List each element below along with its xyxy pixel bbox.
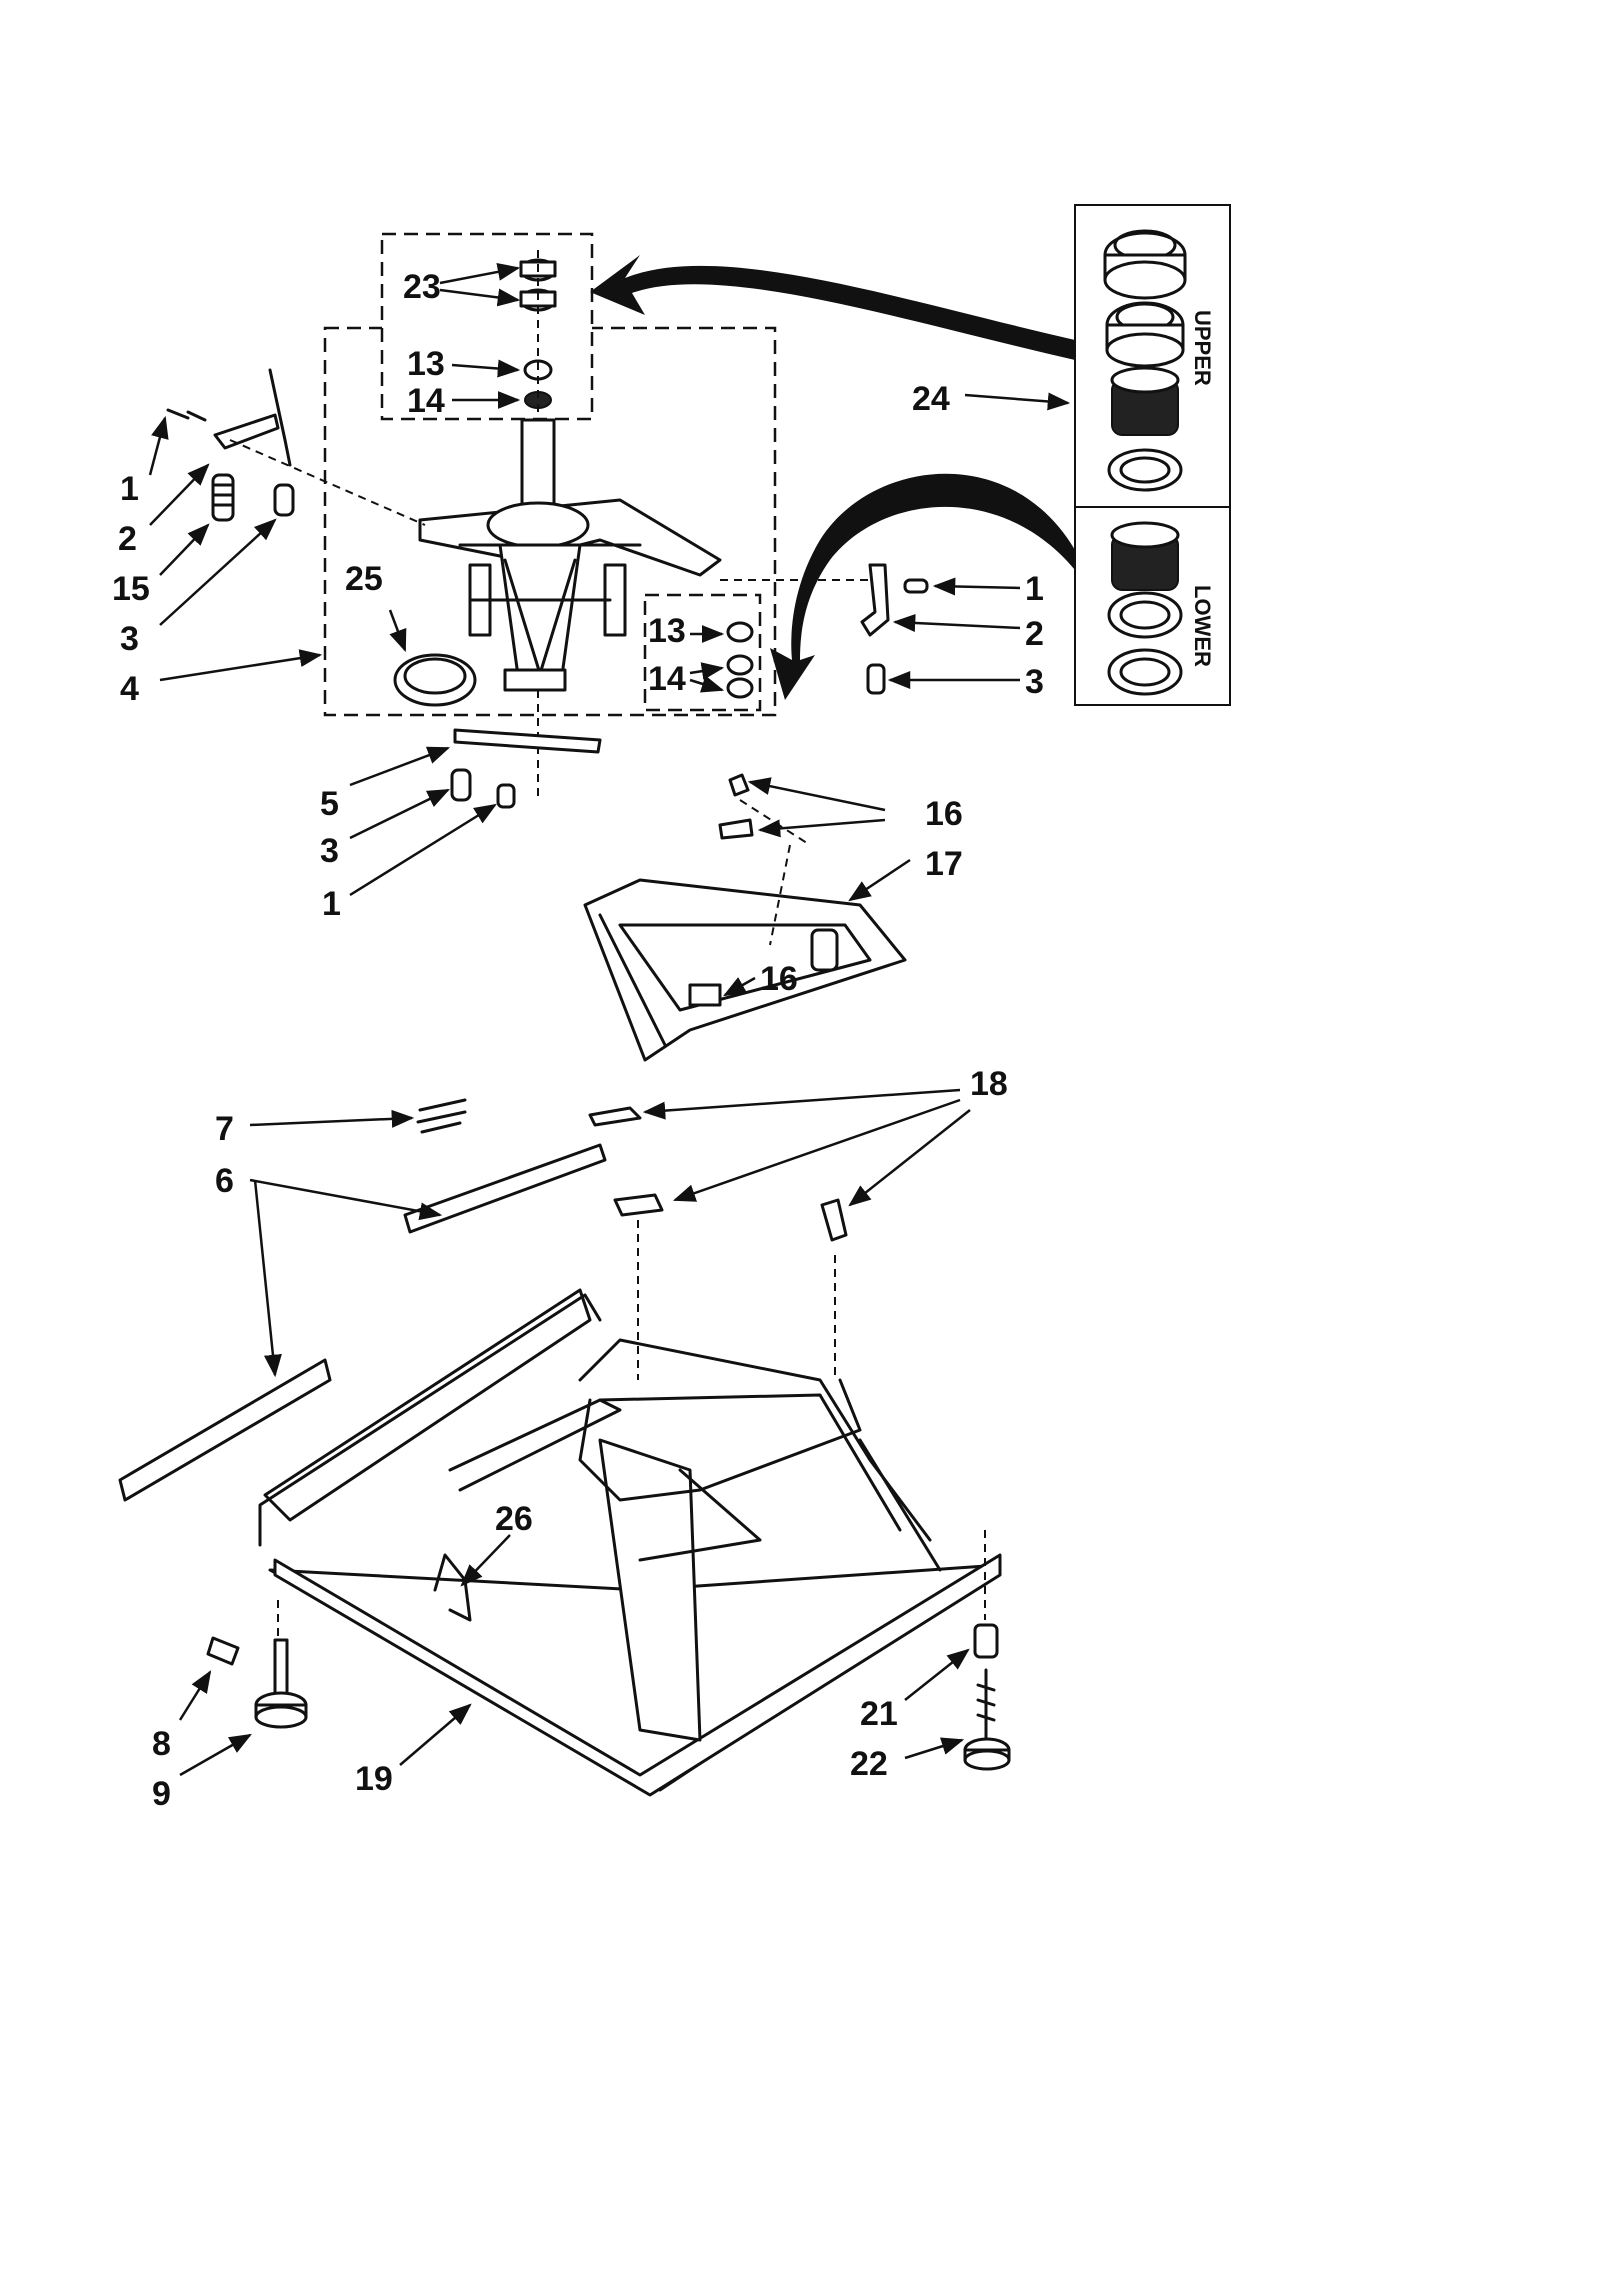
bearing-stack-13-14-side — [726, 621, 754, 699]
label-17: 17 — [925, 845, 963, 883]
upper-bearings — [1103, 229, 1187, 492]
bearing-kit-box — [1074, 204, 1231, 706]
lower-kit-arrow — [770, 473, 1075, 700]
label-7: 7 — [215, 1110, 234, 1148]
label-3-bottom: 3 — [320, 832, 339, 870]
label-22: 22 — [850, 1745, 888, 1783]
top-bearing-kit-frame — [380, 232, 594, 421]
label-1-bottom: 1 — [322, 885, 341, 923]
suspension-base-assembly — [418, 418, 722, 800]
seal-ring-25 — [393, 653, 477, 707]
label-16-bottom: 16 — [760, 960, 798, 998]
label-13-side: 13 — [648, 612, 686, 650]
label-6: 6 — [215, 1162, 234, 1200]
label-1-right: 1 — [1025, 570, 1044, 608]
rear-leg-21-22 — [963, 1623, 1011, 1771]
label-2-right: 2 — [1025, 615, 1044, 653]
label-2-left: 2 — [118, 520, 137, 558]
label-3-left: 3 — [120, 620, 139, 658]
label-8: 8 — [152, 1725, 171, 1763]
label-4: 4 — [120, 670, 139, 708]
front-leg-8-9 — [206, 1636, 308, 1729]
upper-label: UPPER — [1190, 310, 1215, 386]
leader-arrows — [148, 262, 1071, 1777]
rails-6 — [118, 1143, 607, 1502]
spring-7 — [416, 1098, 467, 1134]
label-26: 26 — [495, 1500, 533, 1538]
label-23: 23 — [403, 268, 441, 306]
label-14-top: 14 — [407, 382, 445, 420]
label-24: 24 — [912, 380, 950, 418]
label-15: 15 — [112, 570, 150, 608]
right-bracket-springs — [720, 563, 929, 695]
label-3-right: 3 — [1025, 663, 1044, 701]
label-18: 18 — [970, 1065, 1008, 1103]
label-14-side: 14 — [648, 660, 686, 698]
label-1-left: 1 — [120, 470, 139, 508]
label-19: 19 — [355, 1760, 393, 1798]
label-5: 5 — [320, 785, 339, 823]
lower-label: LOWER — [1190, 585, 1215, 667]
left-bracket-springs — [166, 368, 426, 526]
bearing-stack-23-13-14 — [519, 250, 557, 420]
label-21: 21 — [860, 1695, 898, 1733]
base-cabinet-19 — [258, 1288, 1002, 1797]
lower-bearings — [1107, 521, 1183, 696]
label-25: 25 — [345, 560, 383, 598]
upper-kit-arrow — [590, 255, 1075, 360]
frame-brackets-18 — [588, 1106, 848, 1380]
bottom-bracket-springs — [450, 728, 602, 809]
label-13-top: 13 — [407, 345, 445, 383]
top-frame-17 — [583, 773, 907, 1062]
label-16-top: 16 — [925, 795, 963, 833]
label-9: 9 — [152, 1775, 171, 1813]
